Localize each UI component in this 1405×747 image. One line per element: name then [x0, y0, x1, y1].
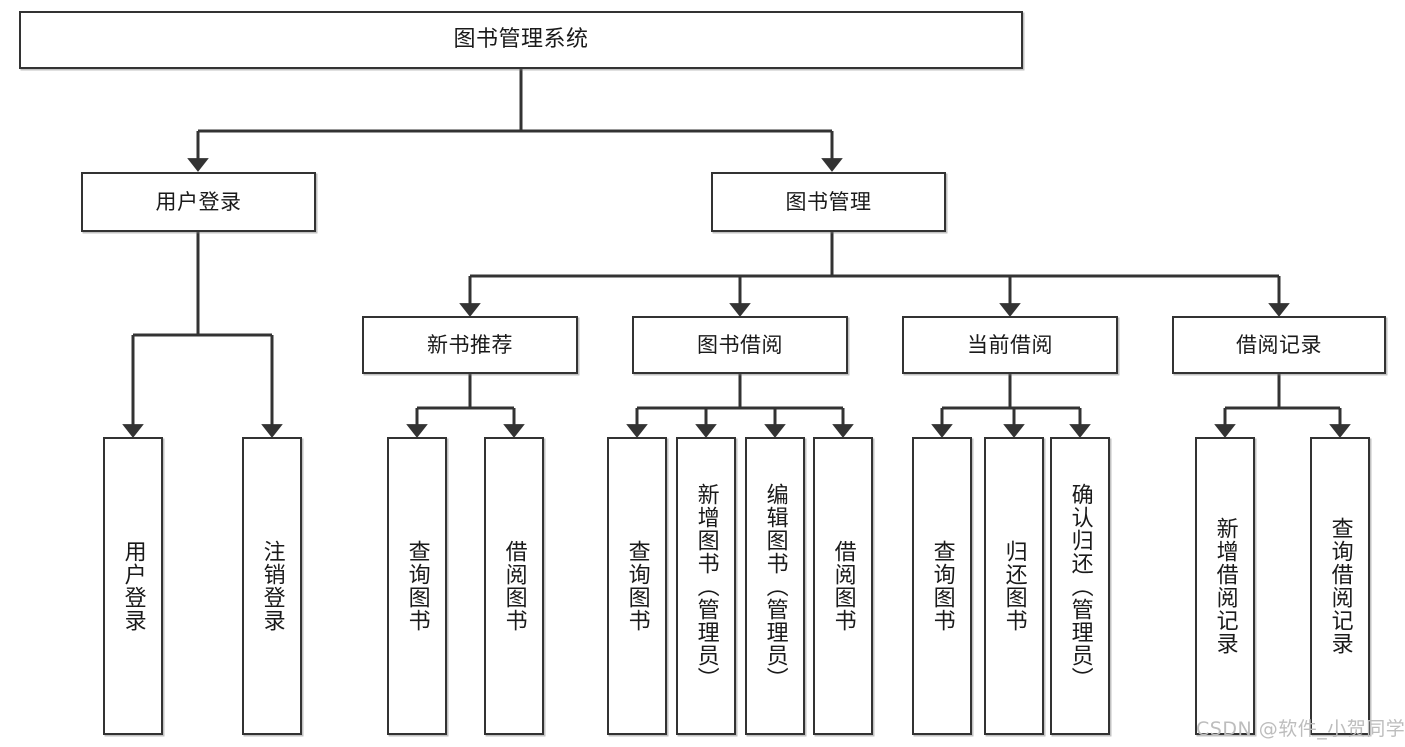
node-book-borrow[interactable]: 图书借阅	[632, 316, 848, 374]
node-current-borrow[interactable]: 当前借阅	[902, 316, 1118, 374]
node-label: 当前借阅	[967, 332, 1053, 357]
node-label: 新书推荐	[427, 332, 513, 357]
leaf-label: 查询图书	[404, 540, 430, 632]
leaf-label: 注销登录	[259, 540, 285, 632]
leaf-query-book-recommend[interactable]: 查询图书	[387, 437, 447, 735]
leaf-label: 编辑图书（管理员）	[762, 482, 788, 690]
leaf-add-book[interactable]: 新增图书（管理员）	[676, 437, 736, 735]
node-label: 图书管理	[785, 189, 872, 214]
node-label: 图书借阅	[697, 332, 783, 357]
leaf-query-borrow-record[interactable]: 查询借阅记录	[1310, 437, 1370, 735]
leaf-user-login[interactable]: 用户登录	[103, 437, 163, 735]
leaf-borrow-book-recommend[interactable]: 借阅图书	[484, 437, 544, 735]
node-borrow-record[interactable]: 借阅记录	[1172, 316, 1386, 374]
leaf-edit-book[interactable]: 编辑图书（管理员）	[745, 437, 805, 735]
leaf-query-book-current[interactable]: 查询图书	[912, 437, 972, 735]
csdn-watermark: CSDN @软件_小贺同学	[1196, 718, 1405, 740]
leaf-return-book[interactable]: 归还图书	[984, 437, 1044, 735]
leaf-user-logout[interactable]: 注销登录	[242, 437, 302, 735]
leaf-label: 新增借阅记录	[1212, 517, 1238, 655]
node-label: 用户登录	[155, 189, 242, 214]
leaf-label: 借阅图书	[501, 540, 527, 632]
leaf-label: 查询图书	[929, 540, 955, 632]
leaf-label: 查询借阅记录	[1327, 517, 1353, 655]
leaf-add-borrow-record[interactable]: 新增借阅记录	[1195, 437, 1255, 735]
leaf-borrow-book[interactable]: 借阅图书	[813, 437, 873, 735]
leaf-query-book-borrow[interactable]: 查询图书	[607, 437, 667, 735]
node-book-manage[interactable]: 图书管理	[711, 172, 946, 232]
leaf-label: 借阅图书	[830, 540, 856, 632]
node-label: 借阅记录	[1236, 332, 1322, 357]
leaf-label: 用户登录	[120, 540, 146, 632]
node-new-book-recommend[interactable]: 新书推荐	[362, 316, 578, 374]
node-label: 图书管理系统	[453, 27, 589, 52]
leaf-label: 确认归还（管理员）	[1067, 482, 1093, 690]
node-root-system[interactable]: 图书管理系统	[19, 11, 1023, 69]
node-user-login[interactable]: 用户登录	[81, 172, 316, 232]
leaf-label: 归还图书	[1001, 540, 1027, 632]
leaf-confirm-return[interactable]: 确认归还（管理员）	[1050, 437, 1110, 735]
leaf-label: 查询图书	[624, 540, 650, 632]
leaf-label: 新增图书（管理员）	[693, 482, 719, 690]
